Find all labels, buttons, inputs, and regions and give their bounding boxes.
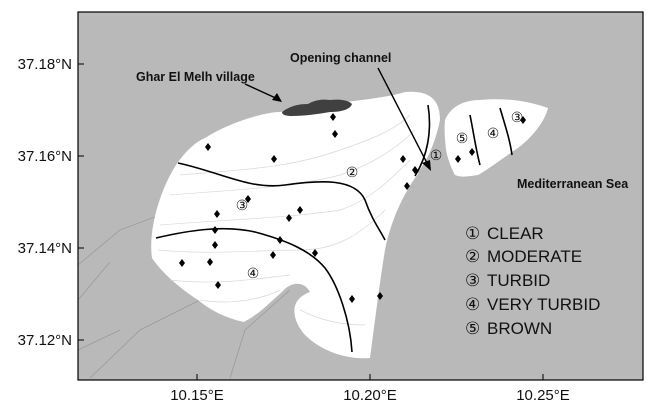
sampling-stations	[179, 113, 526, 303]
station-marker	[205, 143, 211, 151]
station-marker	[332, 130, 338, 138]
legend-label-4: VERY TURBID	[487, 295, 600, 314]
station-marker	[404, 182, 410, 190]
legend-symbol-5: ⑤	[465, 319, 480, 338]
station-marker	[412, 166, 418, 174]
y-axis	[78, 63, 84, 341]
legend-symbol-2: ②	[465, 247, 480, 266]
legend-label-2: MODERATE	[487, 247, 582, 266]
station-marker	[297, 206, 303, 214]
station-marker	[207, 258, 213, 266]
channel-arrow-head	[422, 160, 431, 171]
zone-marker-5: ⑤	[456, 130, 469, 146]
station-marker	[520, 116, 526, 124]
station-marker	[400, 155, 406, 163]
station-marker	[349, 295, 355, 303]
village-arrow-head	[272, 93, 282, 102]
zone-marker-2: ②	[346, 164, 359, 180]
channel-arrow	[377, 67, 429, 166]
station-marker	[215, 281, 221, 289]
y-tick-label: 37.14°N	[18, 240, 72, 257]
zone-marker-3-east: ③	[511, 109, 524, 125]
legend-symbol-4: ④	[465, 295, 480, 314]
station-marker	[455, 155, 461, 163]
x-axis	[196, 374, 544, 380]
x-tick-label: 10.25°E	[516, 387, 570, 404]
map-frame	[77, 11, 644, 381]
legend-label-3: TURBID	[487, 271, 550, 290]
legend: ① CLEAR ② MODERATE ③ TURBID ④ VERY TURBI…	[465, 224, 600, 338]
station-marker	[377, 292, 383, 300]
station-marker	[212, 226, 218, 234]
zone-marker-4-east: ④	[487, 125, 500, 141]
x-tick-label: 10.15°E	[170, 387, 224, 404]
station-marker	[214, 210, 220, 218]
village-label: Ghar El Melh village	[136, 70, 255, 84]
lagoon-water	[151, 91, 441, 359]
ghar-el-melh-village	[282, 99, 352, 116]
station-marker	[277, 236, 283, 244]
station-marker	[271, 155, 277, 163]
station-marker	[469, 148, 475, 156]
station-marker	[286, 214, 292, 222]
station-marker	[330, 113, 336, 121]
legend-label-1: CLEAR	[487, 224, 544, 243]
channel-label: Opening channel	[290, 51, 391, 65]
zone-marker-3-west: ③	[236, 197, 249, 213]
zone-marker-1: ①	[430, 147, 443, 163]
station-marker	[179, 259, 185, 267]
legend-label-5: BROWN	[487, 319, 552, 338]
y-tick-label: 37.12°N	[18, 332, 72, 349]
station-marker	[312, 249, 318, 257]
y-tick-label: 37.18°N	[18, 56, 72, 73]
station-marker	[212, 241, 218, 249]
legend-symbol-3: ③	[465, 271, 480, 290]
zone-marker-4-west: ④	[247, 265, 260, 281]
x-tick-label: 10.20°E	[343, 387, 397, 404]
isolines	[157, 114, 416, 326]
station-marker	[245, 195, 251, 203]
zone-boundaries	[155, 104, 513, 353]
legend-symbol-1: ①	[465, 224, 480, 243]
station-marker	[270, 251, 276, 259]
y-tick-label: 37.16°N	[18, 148, 72, 165]
sea-label: Mediterranean Sea	[517, 177, 629, 191]
